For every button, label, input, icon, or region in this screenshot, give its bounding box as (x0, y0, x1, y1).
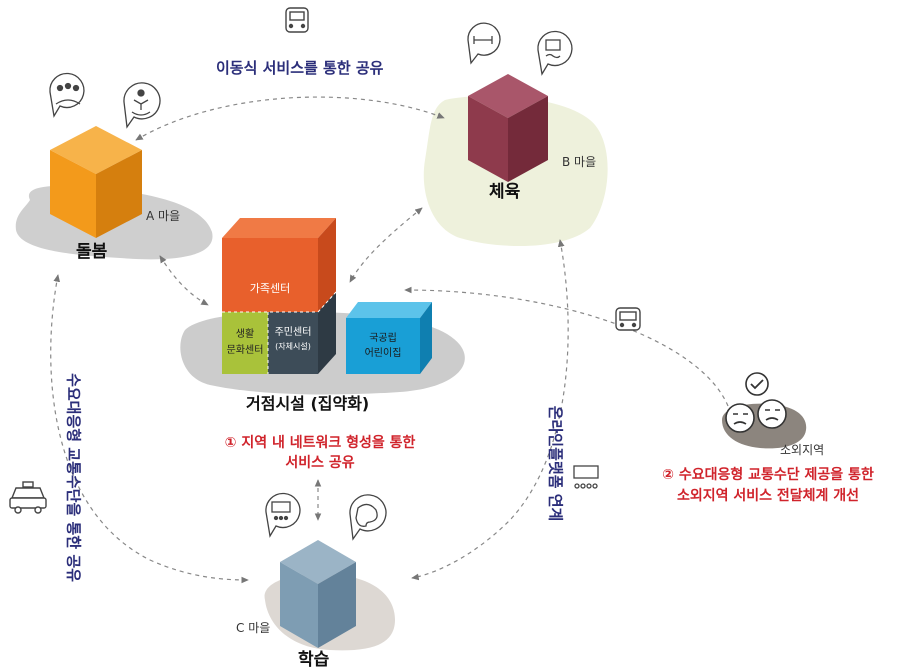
village-b-cube (468, 74, 548, 182)
strategy-1-line2: 서비스 공유 (285, 455, 355, 471)
remote-area-label: 소외지역 (780, 443, 825, 457)
village-a-cube (50, 126, 142, 238)
strategy-2-line1: ② 수요대응형 교통수단 제공을 통한 (662, 467, 874, 483)
strategy-1-line1: ① 지역 내 네트워크 형성을 통한 (224, 435, 416, 451)
online-platform-icon (573, 465, 599, 489)
flow-a-hub (159, 255, 209, 306)
resident-center-sub-label: (자체시설) (275, 342, 311, 351)
hub-title: 거점시설 (집약화) (246, 394, 370, 413)
flow-b-hub (349, 207, 423, 283)
flow-remote-hub (404, 286, 729, 407)
daycare-label-2: 어린이집 (364, 348, 402, 359)
classroom-icon (265, 492, 301, 538)
child-care-icon (123, 82, 161, 129)
bus-icon-remote (615, 307, 641, 331)
flow-b-c (411, 239, 569, 581)
village-c-function: 학습 (298, 650, 330, 670)
hub-buildings (222, 218, 432, 374)
flow-label-online-link: 온라인플랫폼 연계 (546, 405, 565, 522)
flow-a-c (50, 274, 249, 584)
village-a-name: A 마을 (146, 209, 181, 223)
family-center-label: 가족센터 (249, 282, 291, 295)
village-b-function: 체육 (489, 182, 521, 202)
bus-icon (285, 7, 309, 33)
family-care-icon (49, 72, 85, 118)
flow-label-demand-transport: 수요대응형 교통수단을 통한 공유 (64, 373, 83, 582)
culture-center-label-1: 생활 (235, 329, 255, 340)
village-c-cube (280, 540, 356, 648)
flow-a-b (135, 96, 445, 141)
culture-center-label-2: 문화센터 (226, 345, 264, 356)
fitness-icon (467, 22, 501, 65)
elderly-faces-icon (725, 399, 787, 433)
taxi-icon (9, 481, 47, 514)
strategy-2-line2: 소외지역 서비스 전달체계 개선 (676, 488, 860, 504)
art-palette-icon (349, 494, 387, 541)
swimming-icon (537, 30, 573, 76)
check-icon (745, 372, 769, 396)
village-b-name: B 마을 (562, 155, 597, 169)
resident-center-label: 주민센터 (274, 327, 312, 338)
village-c-name: C 마을 (236, 621, 271, 635)
daycare-label-1: 국공립 (369, 333, 397, 344)
flow-label-mobile-service: 이동식 서비스를 통한 공유 (216, 59, 384, 77)
village-a-function: 돌봄 (76, 242, 108, 262)
